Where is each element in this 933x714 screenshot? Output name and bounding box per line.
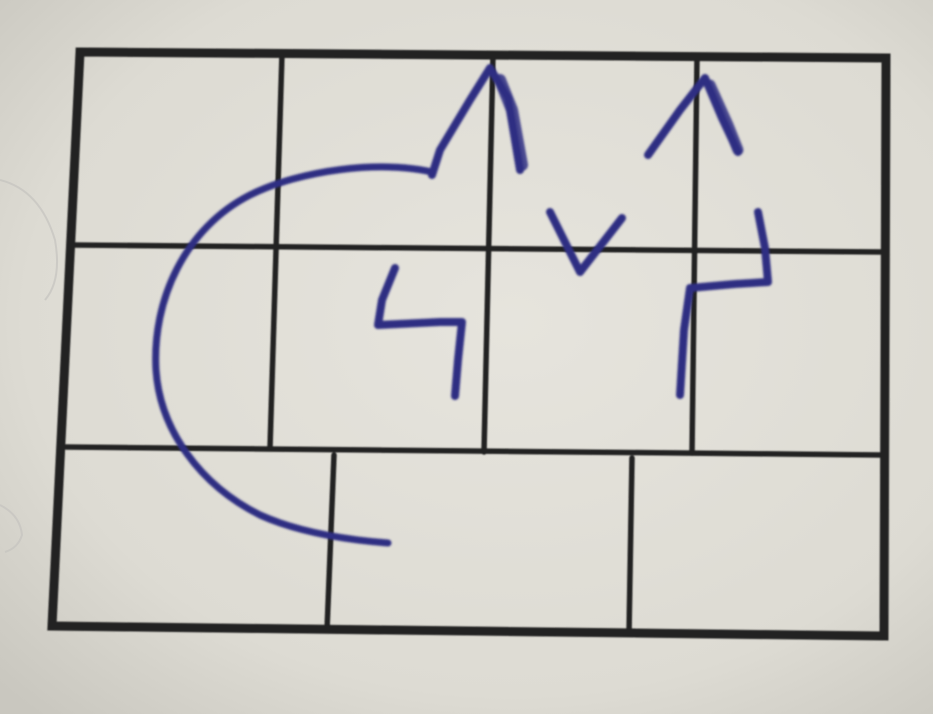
stroke-z-hook <box>676 208 772 399</box>
paper-show-through <box>0 179 58 553</box>
stroke-curved-arc <box>152 163 436 547</box>
grid-lines <box>47 47 891 641</box>
grid-col-divider-3 <box>689 55 700 456</box>
grid-row-divider-2 <box>63 444 884 458</box>
stroke-s-hook <box>374 264 466 400</box>
stroke-right-peak-thick <box>704 79 744 156</box>
grid-bottom-divider-2 <box>626 455 635 636</box>
grid-bottom-divider-1 <box>324 452 337 633</box>
stroke-v-mark <box>546 208 626 276</box>
stroke-zigzag-thick <box>494 74 528 171</box>
pen-drawing <box>152 64 772 547</box>
grid-outer-frame <box>47 47 891 641</box>
grid-row-divider-1 <box>71 242 885 255</box>
grid-col-divider-1 <box>267 51 285 451</box>
grid-col-divider-2 <box>481 53 496 455</box>
